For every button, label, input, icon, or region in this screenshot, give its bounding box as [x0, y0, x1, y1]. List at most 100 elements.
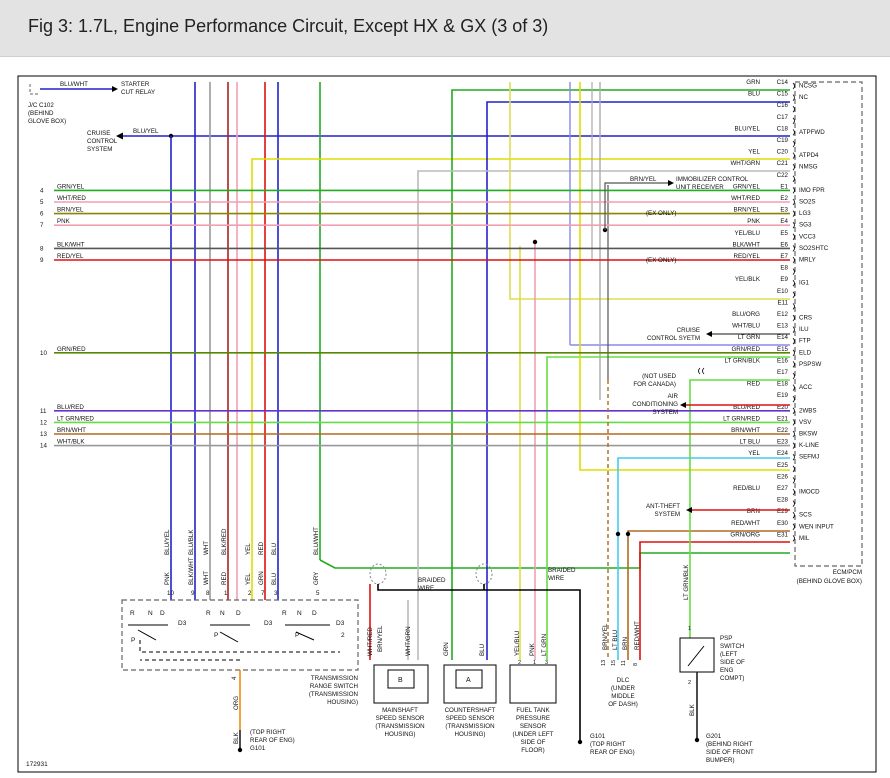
trs-wire-label-top: BLU/BLK	[188, 529, 195, 555]
nc-wire	[486, 101, 790, 660]
cruise-control-label: CRUISE	[87, 130, 110, 137]
ecm-pin-connector	[792, 511, 795, 519]
air-conditioning-label: SYSTEM	[653, 409, 678, 416]
ecm-pin-connector	[792, 477, 795, 484]
trs-wire-label-bottom: GRY	[313, 572, 320, 585]
g101-label: G101	[590, 733, 606, 740]
starter-wire-label: BLU/WHT	[60, 81, 88, 88]
diagram-frame	[17, 75, 877, 773]
mil-wire	[319, 552, 790, 569]
ecm-pin-number: E1	[780, 183, 788, 190]
braided-wire-label: WIRE	[418, 585, 434, 592]
ecm-pin-connector	[792, 256, 795, 264]
fuel-tank-label: FUEL TANK	[516, 707, 550, 714]
trs-pin-number: 8	[206, 590, 210, 597]
psp-ground-wire-label: BLK	[689, 703, 696, 716]
ecm-pin-connector	[792, 488, 795, 496]
trs-pin-number: 1	[224, 590, 228, 597]
fuel-tank-pin: 1	[533, 660, 536, 666]
feed-number: 9	[40, 257, 44, 264]
ecm-pin-name: 2WBS	[799, 407, 817, 414]
ecm-location: (BEHIND GLOVE BOX)	[797, 578, 862, 585]
ecm-pin-name: NMSG	[799, 164, 818, 171]
ecm-pin-name: IG1	[799, 280, 810, 287]
mainshaft-sensor-coil	[387, 669, 415, 689]
ecm-wire-label: RED/WHT	[731, 520, 760, 527]
g101-label: REAR OF ENG)	[250, 737, 295, 744]
not-used-label: (NOT USED	[642, 373, 676, 380]
anti-theft-label: ANT-THEFT	[646, 503, 680, 510]
feed-wire-label: BLK/WHT	[57, 241, 85, 248]
fuel-tank-label: (UNDER LEFT	[513, 731, 554, 738]
ecm-wire-label: YEL/BLU	[735, 230, 760, 237]
ecm-pin-number: E19	[777, 392, 789, 399]
feed-wire-label: GRN/YEL	[57, 183, 85, 190]
ecm-pin-connector	[792, 384, 795, 391]
ecm-pin-name: K-LINE	[799, 442, 819, 449]
trs-position-label: D	[160, 610, 165, 617]
countershaft-wire-label: BLU	[479, 644, 486, 656]
ecm-pin-connector	[792, 105, 795, 113]
trs-position-label: R	[282, 610, 287, 617]
ecm-pin-name: SO2SHTC	[799, 245, 829, 252]
psp-label: SIDE OF	[720, 659, 745, 666]
g201-label: G201	[706, 733, 722, 740]
trs-label: HOUSING)	[327, 699, 358, 706]
dlc-wire-label: LT BLU	[612, 630, 619, 650]
g101-label: (TOP RIGHT	[250, 729, 286, 736]
psp-pin: 2	[688, 680, 691, 686]
immobilizer-label: IMMOBILIZER CONTROL	[676, 176, 749, 183]
ecm-pin-connector	[792, 535, 795, 542]
connector-icon	[698, 367, 705, 375]
ecm-wire-label: BLU	[748, 91, 760, 98]
braided-wire-icon	[369, 563, 387, 585]
dlc-label: DLC	[617, 677, 630, 684]
ecm-pin-connector	[792, 430, 795, 438]
trs-position-label: D3	[264, 620, 273, 627]
ground-dot	[237, 747, 243, 753]
trs-position-label: N	[297, 610, 302, 617]
ecm-wire-label: WHT/BLU	[732, 323, 760, 330]
starter-cut-relay-label: CUT RELAY	[121, 89, 155, 96]
trs-position-label: N	[220, 610, 225, 617]
ecm-pin-name: ELD	[799, 349, 812, 356]
ecm-pin-connector	[792, 465, 795, 473]
ecm-pin-name: ACC	[799, 384, 813, 391]
cruise-control-label: CONTROL	[87, 138, 118, 145]
ecm-wire-label: BLU/RED	[733, 404, 760, 411]
cruise-system-label: CONTROL SYETM	[647, 335, 700, 342]
mainshaft-label: MAINSHAFT	[382, 707, 418, 714]
ecm-wire-label: GRN/RED	[731, 346, 760, 353]
ecm-label: ECM/PCM	[833, 569, 862, 576]
mainshaft-wire-label: WHT/GRN	[405, 626, 412, 656]
ecm-pin-number: C22	[777, 172, 789, 179]
ecm-pin-name: ATPFWD	[799, 129, 825, 136]
psp-label: COMPT)	[720, 675, 744, 682]
ecm-pin-connector	[792, 94, 795, 101]
g101-wire-label: BRN/YEL	[377, 625, 384, 652]
ecm-pin-number: E10	[777, 288, 789, 295]
ig1-wire	[509, 82, 790, 300]
figure-title: Fig 3: 1.7L, Engine Performance Circuit,…	[28, 16, 549, 36]
g101-label: REAR OF ENG)	[590, 749, 635, 756]
jc-c102-label: (BEHIND	[28, 110, 54, 117]
mainshaft-label: SPEED SENSOR	[376, 715, 425, 722]
ecm-pin-number: E13	[777, 323, 789, 330]
ecm-wire-label: BLU/ORG	[732, 311, 760, 318]
ecm-pin-name: SCS	[799, 512, 812, 519]
ecm-pin-number: E25	[777, 462, 789, 469]
trs-switch-contacts	[128, 624, 330, 643]
ecm-pin-name: ILU	[799, 326, 809, 333]
ecm-wire-label: YEL	[748, 450, 760, 457]
ecm-pin-number: E31	[777, 531, 789, 538]
ecm-pin-number: E2	[780, 195, 788, 202]
trs-pin-number: 5	[316, 590, 320, 597]
psp-label: SWITCH	[720, 643, 744, 650]
ecm-box	[794, 81, 863, 567]
ecm-pin-connector	[792, 268, 795, 275]
trs-wire-label-bottom: PNK	[164, 571, 171, 585]
fuel-tank-label: SENSOR	[520, 723, 547, 730]
immobilizer-wire-label: BRN/YEL	[630, 176, 657, 183]
ecm-wire-label: BLK/WHT	[732, 241, 760, 248]
ecm-pin-number: C18	[777, 125, 789, 132]
